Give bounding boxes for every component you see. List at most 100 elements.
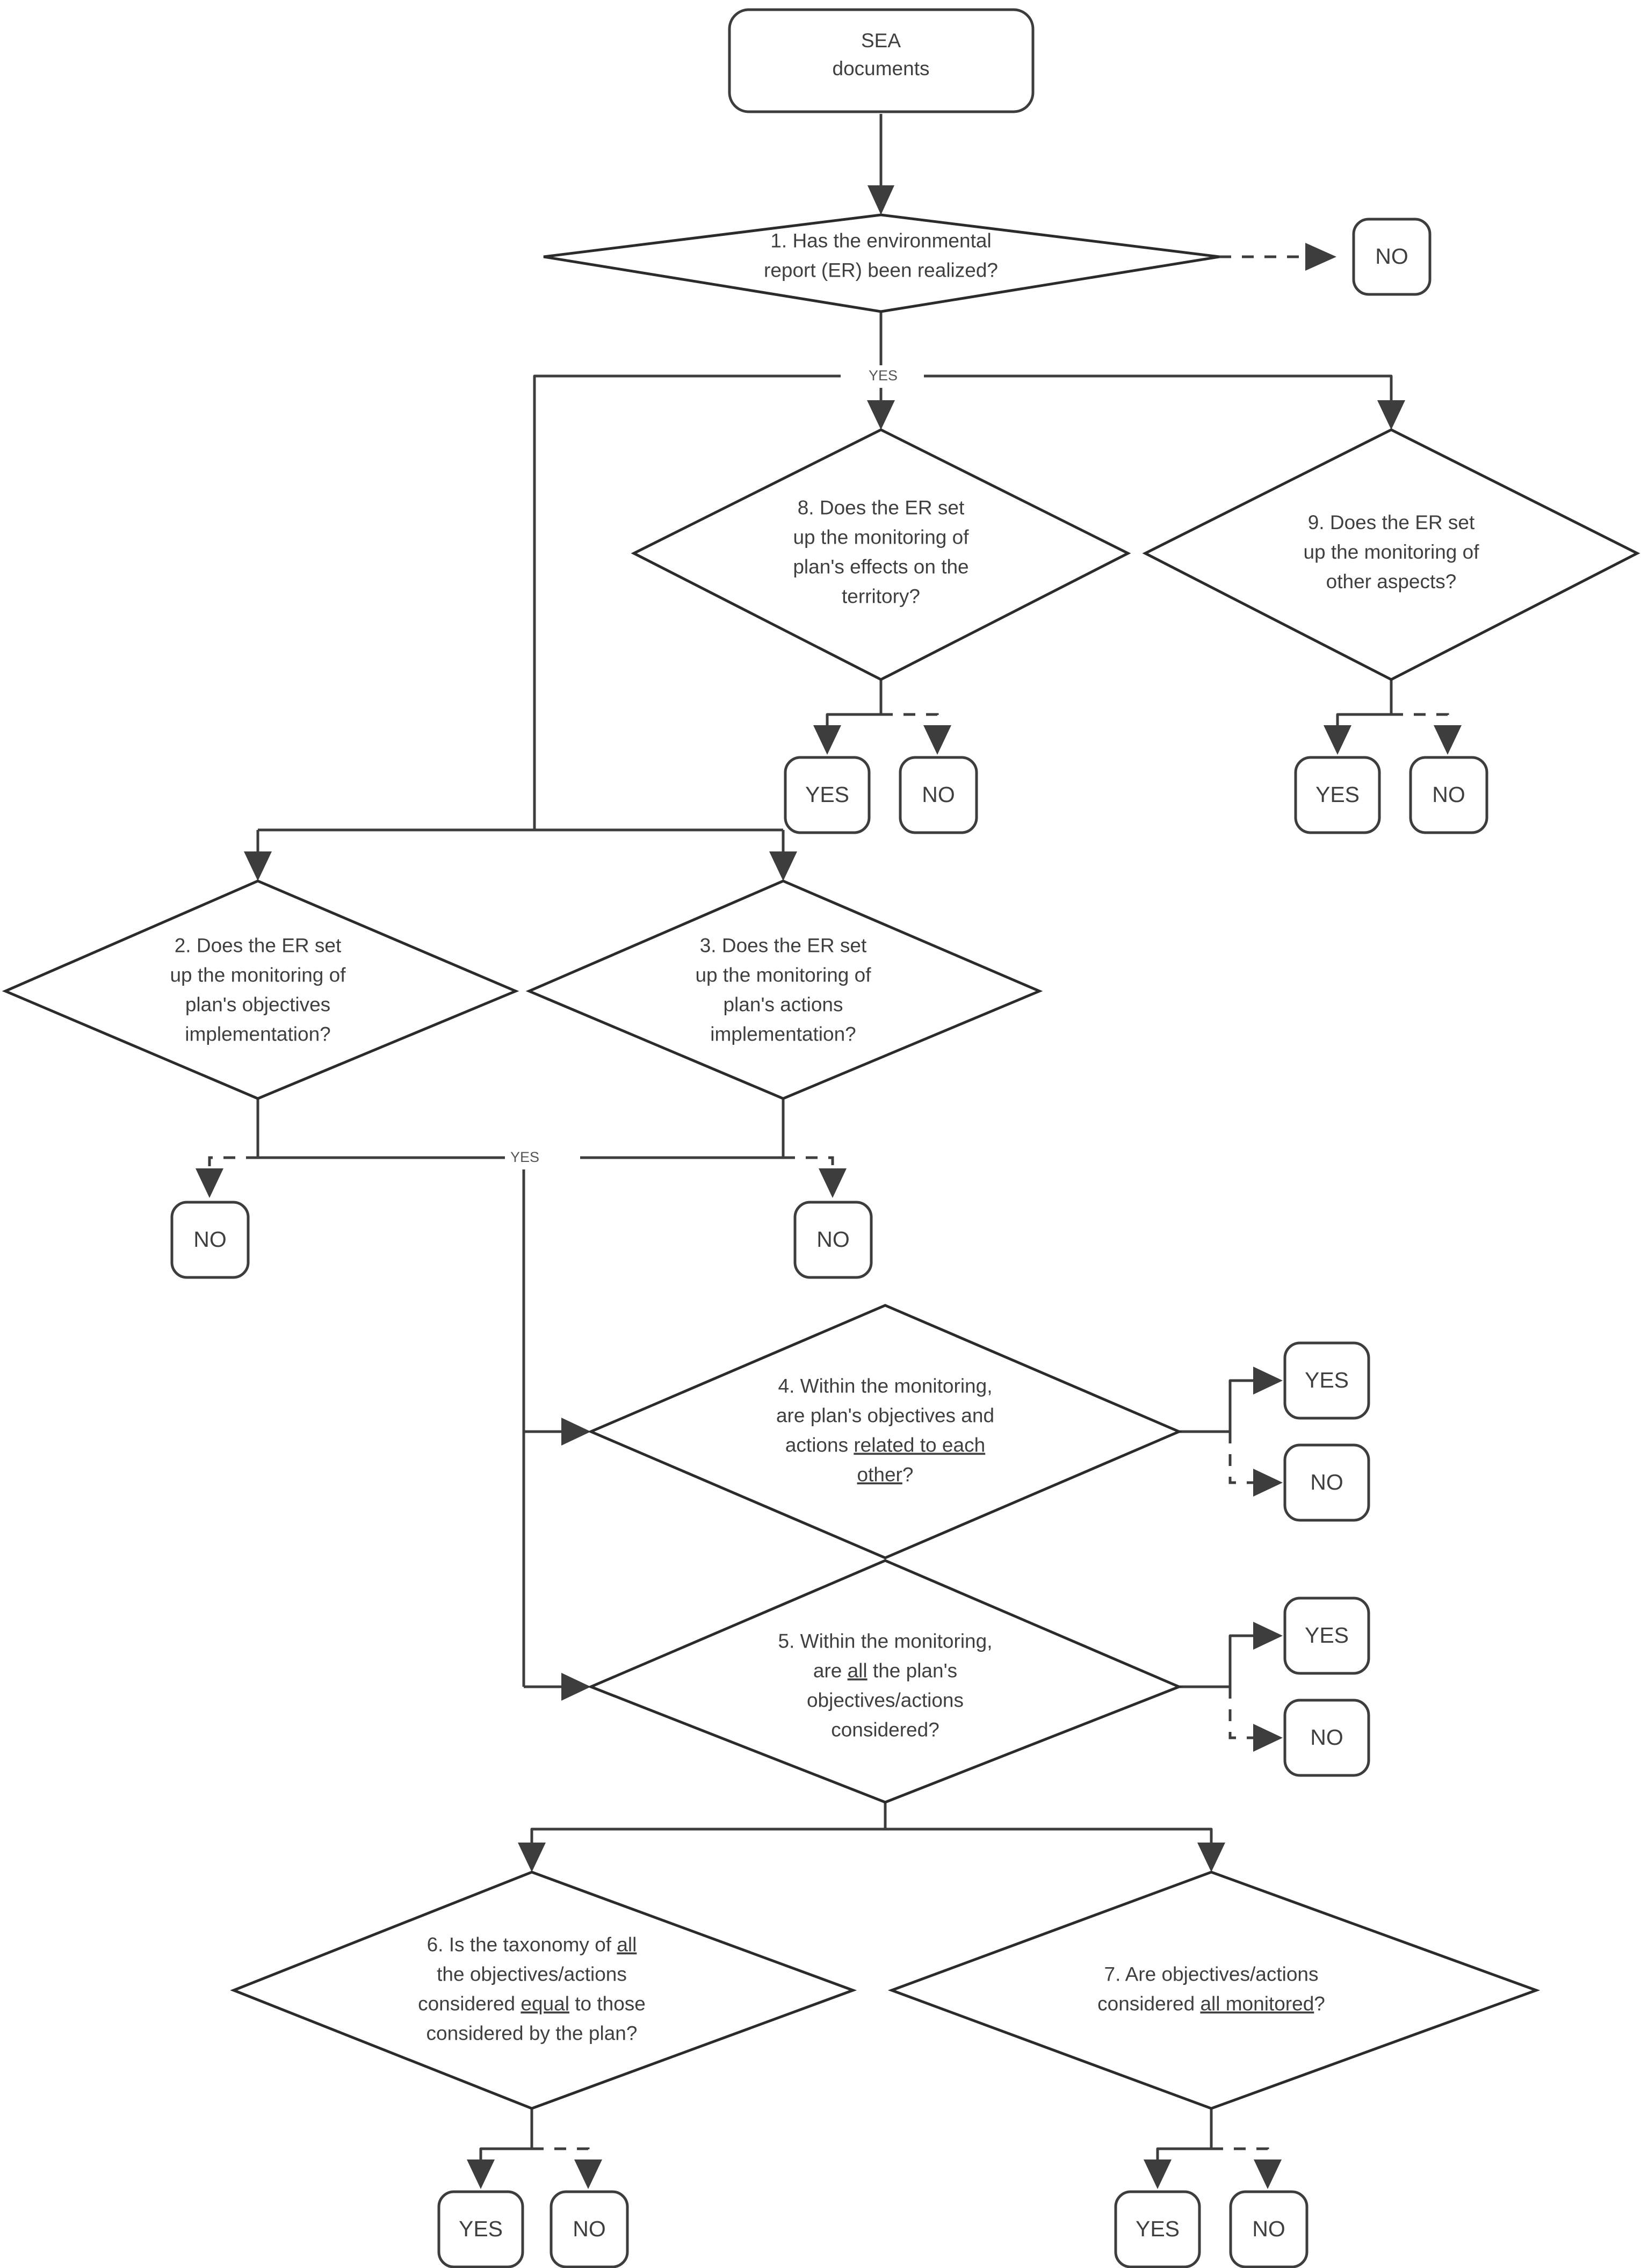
arrow-head-q8-no (923, 725, 951, 755)
q6-diamond-shape[interactable] (230, 1870, 857, 2110)
q2-diamond-shape[interactable] (2, 879, 519, 1100)
terminal-q8-no-label: NO (922, 782, 955, 807)
arrow-head-yes-q9 (1377, 400, 1405, 430)
terminal-q6-no[interactable]: NO (550, 2190, 629, 2268)
terminal-layer: NO YES NO YES NO NO NO YES (170, 218, 1488, 2268)
node-q5[interactable]: 5. Within the monitoring, are all the pla… (587, 1559, 1183, 1804)
q8-diamond-shape[interactable] (631, 428, 1131, 681)
arrow-head-trunk-q4 (561, 1418, 591, 1446)
q7-text-line-1: 7. Are objectives/actions (1104, 1963, 1319, 1985)
terminal-q6-yes-shape[interactable] (437, 2190, 524, 2268)
q9-diamond-shape[interactable] (1142, 428, 1640, 681)
terminal-q7-no[interactable]: NO (1229, 2190, 1309, 2268)
label-bg-q1-yes (843, 365, 924, 388)
edge-q6-yes (479, 2108, 533, 2168)
q4-text-line-1: 4. Within the monitoring, (778, 1375, 993, 1397)
edge-q5-to-q7 (885, 1828, 1213, 1848)
q3-diamond-shape[interactable] (525, 879, 1043, 1100)
q6-text-line-3: considered equal to those (418, 1992, 646, 2014)
terminal-q4-no[interactable]: NO (1283, 1443, 1370, 1522)
q8-text-line-3: plan's effects on the (793, 555, 968, 577)
arrow-head-trunk-q5 (561, 1673, 591, 1701)
terminal-q4-no-shape[interactable] (1283, 1443, 1370, 1522)
edge-q2-yes (256, 1099, 505, 1159)
terminal-q5-yes[interactable]: YES (1283, 1597, 1370, 1675)
q4-text-line-2: are plan's objectives and (776, 1404, 994, 1426)
arrow-head-q5-no (1253, 1724, 1283, 1752)
terminal-q4-yes-label: YES (1305, 1368, 1349, 1392)
q4-diamond-shape[interactable] (587, 1304, 1183, 1559)
terminal-q6-yes-label: YES (459, 2216, 503, 2241)
terminal-q3-no-label: NO (816, 1227, 850, 1252)
q5-text-line-1: 5. Within the monitoring, (778, 1630, 993, 1652)
terminal-q3-no[interactable]: NO (793, 1201, 873, 1279)
terminal-q4-yes-shape[interactable] (1283, 1341, 1370, 1420)
q4-text-line-3: actions related to each (785, 1434, 985, 1456)
terminal-q6-yes[interactable]: YES (437, 2190, 524, 2268)
q3-text-line-4: implementation? (710, 1023, 856, 1045)
edge-q4-yes (1179, 1379, 1260, 1433)
terminal-q2-no[interactable]: NO (170, 1201, 250, 1279)
arrow-head-bus-q7 (1197, 1843, 1225, 1872)
arrow-head-bus-q2 (244, 851, 272, 881)
q2-text-line-4: implementation? (185, 1023, 330, 1045)
arrow-head-q1-no (1305, 243, 1336, 271)
arrow-head-start-q1 (868, 185, 894, 215)
terminal-q4-yes[interactable]: YES (1283, 1341, 1370, 1420)
terminal-q5-yes-label: YES (1305, 1623, 1349, 1648)
terminal-q1-no[interactable]: NO (1352, 218, 1432, 296)
terminal-q9-yes[interactable]: YES (1294, 756, 1381, 834)
start-label-line1: SEA (861, 30, 901, 52)
start-label-line2: documents (833, 57, 930, 80)
edge-q5-no (1228, 1687, 1260, 1739)
terminal-q6-no-shape[interactable] (550, 2190, 629, 2268)
terminal-q1-no-shape[interactable] (1352, 218, 1432, 296)
terminal-q8-yes-shape[interactable] (784, 756, 871, 834)
arrow-head-yes-q8 (867, 400, 895, 430)
q4-text: 4. Within the monitoring, are plan's obje… (776, 1375, 994, 1485)
terminal-q7-no-label: NO (1252, 2216, 1285, 2241)
q8-text-line-1: 8. Does the ER set (798, 496, 965, 518)
q5-diamond-shape[interactable] (587, 1559, 1183, 1804)
terminal-q8-yes[interactable]: YES (784, 756, 871, 834)
q3-text-line-2: up the monitoring of (695, 964, 871, 986)
q6-text-line-1: 6. Is the taxonomy of all (427, 1933, 637, 1955)
arrow-head-q2-no (196, 1168, 223, 1198)
terminal-q5-no[interactable]: NO (1283, 1699, 1370, 1777)
terminal-q9-yes-shape[interactable] (1294, 756, 1381, 834)
q5-text: 5. Within the monitoring, are all the pla… (778, 1630, 993, 1740)
q1-diamond-shape[interactable] (543, 213, 1220, 313)
terminal-q7-no-shape[interactable] (1229, 2190, 1309, 2268)
terminal-q3-no-shape[interactable] (793, 1201, 873, 1279)
arrow-head-q6-yes (467, 2159, 495, 2189)
q7-diamond-shape[interactable] (887, 1870, 1541, 2110)
terminal-q7-yes[interactable]: YES (1114, 2190, 1201, 2268)
terminal-q5-no-shape[interactable] (1283, 1699, 1370, 1777)
terminal-q2-no-shape[interactable] (170, 1201, 250, 1279)
terminal-q8-no-shape[interactable] (899, 756, 978, 834)
q9-text-line-2: up the monitoring of (1303, 541, 1479, 563)
terminal-q9-no[interactable]: NO (1409, 756, 1488, 834)
start-node-shape[interactable] (728, 8, 1035, 113)
terminal-q9-yes-label: YES (1315, 782, 1360, 807)
q5-text-line-2: are all the plan's (813, 1659, 957, 1681)
node-q4[interactable]: 4. Within the monitoring, are plan's obje… (587, 1304, 1183, 1559)
terminal-q5-yes-shape[interactable] (1283, 1597, 1370, 1675)
terminal-q7-yes-shape[interactable] (1114, 2190, 1201, 2268)
node-start[interactable]: SEA documents (728, 8, 1035, 113)
q1-text-line-2: report (ER) been realized? (764, 259, 998, 281)
terminal-q9-no-shape[interactable] (1409, 756, 1488, 834)
terminal-q8-no[interactable]: NO (899, 756, 978, 834)
edge-q2-no (208, 1156, 258, 1176)
